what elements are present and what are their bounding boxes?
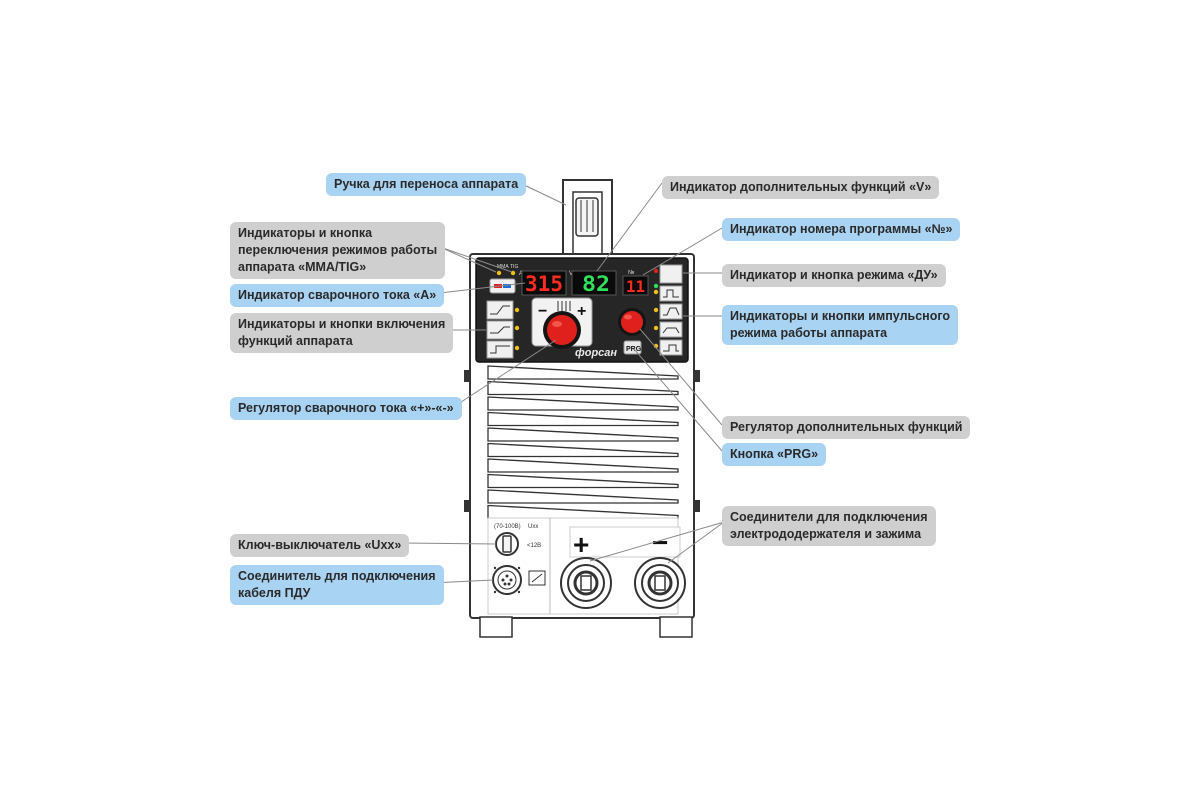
vent-louver xyxy=(487,365,679,380)
current-display xyxy=(521,270,567,296)
function-buttons xyxy=(486,300,520,359)
foot-left xyxy=(479,616,513,638)
vent-grille xyxy=(487,365,679,520)
foot-right xyxy=(659,616,693,638)
vent-louver xyxy=(487,442,679,458)
program-display-value: 11 xyxy=(626,277,645,296)
callout-function-indicators: Индикаторы и кнопки включения функций ап… xyxy=(230,313,454,353)
callout-connectors: Соединители для подключения электрододер… xyxy=(722,506,936,546)
vent-louver xyxy=(487,411,679,427)
callout-program-indicator: Индикатор номера программы «№» xyxy=(722,218,961,241)
vent-louver xyxy=(487,380,679,396)
callout-mode-indicators: Индикаторы и кнопка переключения режимов… xyxy=(230,222,446,279)
vent-louver xyxy=(487,473,679,489)
tig-label: TIG xyxy=(510,264,518,270)
minus-terminal-label: − xyxy=(652,527,668,558)
leader-lines xyxy=(401,182,725,584)
uxx-label: Uxx xyxy=(528,524,538,530)
extra-display-value: 82 xyxy=(582,272,610,296)
plus-terminal[interactable] xyxy=(560,557,612,609)
callout-extra-indicator: Индикатор дополнительных функций «V» xyxy=(662,176,940,199)
uxx-range: (70-100В) xyxy=(494,524,521,530)
remote-button[interactable] xyxy=(659,264,683,284)
knob-minus: − xyxy=(538,303,547,320)
pulse-button-3[interactable] xyxy=(659,321,683,338)
current-display-value: 315 xyxy=(525,272,563,296)
callout-pulse-indicators: Индикаторы и кнопки импульсного режима р… xyxy=(722,305,959,345)
mma-led xyxy=(496,270,502,276)
callout-current-regulator: Регулятор сварочного тока «+»-«-» xyxy=(230,397,462,420)
carry-handle xyxy=(562,179,613,253)
vent-louver xyxy=(487,427,679,442)
vent-louver xyxy=(487,396,679,411)
pulse-button-2[interactable] xyxy=(659,303,683,320)
amp-label: A xyxy=(519,271,523,277)
brand-logo: форсан xyxy=(575,347,617,359)
mma-label: MMA xyxy=(497,264,509,270)
minus-terminal[interactable] xyxy=(634,557,686,609)
terminal-label-box xyxy=(569,526,681,558)
prg-button[interactable] xyxy=(623,340,642,355)
function-button-2[interactable] xyxy=(486,320,514,340)
pulse-button-1[interactable] xyxy=(659,285,683,302)
volt-label: V xyxy=(569,271,573,277)
pulse-button-4[interactable] xyxy=(659,339,683,356)
current-knob[interactable] xyxy=(547,315,577,345)
vent-louver xyxy=(487,489,679,504)
prog-label: № xyxy=(628,269,634,276)
callout-switch: Ключ-выключатель «Uxx» xyxy=(230,534,410,557)
pulse-buttons xyxy=(653,264,683,356)
plus-terminal-label: + xyxy=(573,529,589,560)
callout-extra-regulator: Регулятор дополнительных функций xyxy=(722,416,971,439)
vent-louver xyxy=(487,458,679,473)
extra-display xyxy=(571,270,617,296)
function-button-3[interactable] xyxy=(486,340,514,359)
knob-plus: + xyxy=(577,303,586,320)
extra-knob[interactable] xyxy=(621,311,643,333)
uxx-low: <12В xyxy=(527,543,541,549)
callout-remote-connector: Соединитель для подключения кабеля ПДУ xyxy=(230,565,444,605)
callout-prg-button: Кнопка «PRG» xyxy=(722,443,827,466)
callout-remote-indicator: Индикатор и кнопка режима «ДУ» xyxy=(722,264,946,287)
callout-handle: Ручка для переноса аппарата xyxy=(326,173,527,196)
program-display xyxy=(622,275,649,296)
callout-current-indicator: Индикатор сварочного тока «A» xyxy=(230,284,445,307)
